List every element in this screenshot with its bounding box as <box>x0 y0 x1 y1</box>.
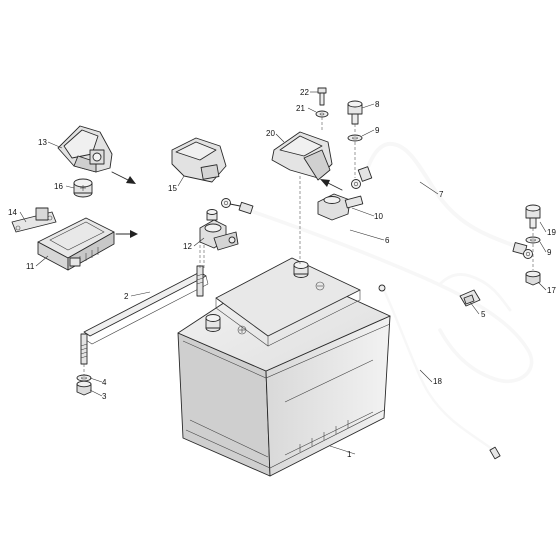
bolt-8 <box>347 100 363 125</box>
bolt-19 <box>525 204 541 229</box>
callout-7: 7 <box>439 190 444 199</box>
callout-1: 1 <box>347 450 352 459</box>
battery-terminal-negative <box>293 261 309 278</box>
hold-down-bracket <box>83 271 209 345</box>
terminal-clamp-12 <box>199 209 239 251</box>
callout-labels: 1 2 3 4 5 6 7 8 9 9 10 11 12 13 14 15 16… <box>8 88 556 459</box>
callout-12: 12 <box>183 242 192 251</box>
assembly-arrow-1 <box>111 171 136 184</box>
battery-terminal-positive <box>205 314 221 332</box>
bolt-22 <box>317 87 327 106</box>
callout-4: 4 <box>102 378 107 387</box>
callout-8: 8 <box>375 100 380 109</box>
washer-21 <box>315 110 329 118</box>
callout-9-upper: 9 <box>375 126 380 135</box>
cable-18 <box>378 284 501 460</box>
callout-2: 2 <box>124 292 129 301</box>
cover-cap-16 <box>73 178 93 198</box>
ground-strap-5 <box>438 273 512 312</box>
callout-18: 18 <box>433 377 442 386</box>
callout-9-lower: 9 <box>547 248 552 257</box>
assembly-arrow-2 <box>115 230 138 238</box>
callout-11: 11 <box>26 262 35 271</box>
cable-6 <box>221 198 534 384</box>
callout-5: 5 <box>481 310 486 319</box>
hold-down-washer <box>76 374 92 382</box>
terminal-clamp-10 <box>317 193 364 221</box>
callout-15: 15 <box>168 184 177 193</box>
nut-17 <box>525 270 541 286</box>
callout-17: 17 <box>547 286 556 295</box>
cable-7 <box>351 141 533 259</box>
callout-19: 19 <box>547 228 556 237</box>
callout-3: 3 <box>102 392 107 401</box>
assembly-arrow-3 <box>320 179 343 191</box>
terminal-cover-20 <box>271 131 333 181</box>
fuse-box-11 <box>37 217 115 271</box>
terminal-cover-13 <box>57 125 113 173</box>
callout-22: 22 <box>300 88 309 97</box>
callout-13: 13 <box>38 138 47 147</box>
washer-9-lower <box>525 236 541 244</box>
washer-9-upper <box>347 134 363 142</box>
callout-14: 14 <box>8 208 17 217</box>
callout-20: 20 <box>266 129 275 138</box>
callout-21: 21 <box>296 104 305 113</box>
callout-16: 16 <box>54 182 63 191</box>
callout-6: 6 <box>385 236 390 245</box>
bracket-14 <box>11 207 57 233</box>
battery <box>177 257 391 477</box>
leader-lines <box>19 91 547 455</box>
callout-10: 10 <box>374 212 383 221</box>
hold-down-nut <box>76 380 92 396</box>
terminal-cover-15 <box>171 137 227 183</box>
